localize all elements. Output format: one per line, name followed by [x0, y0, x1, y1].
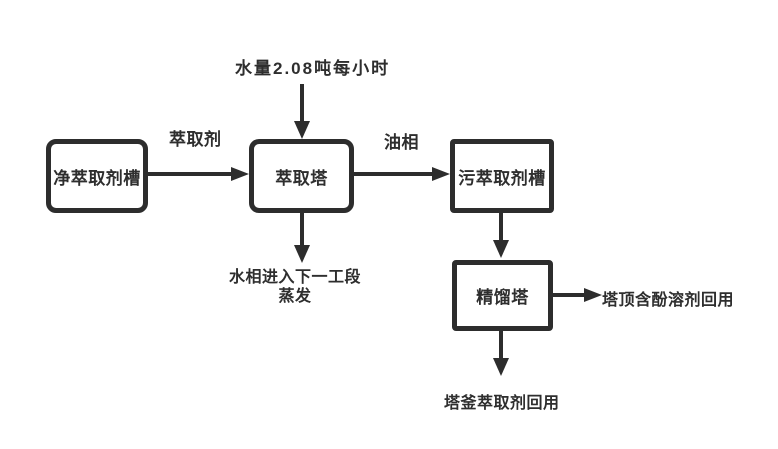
label-water-phase-line1: 水相进入下一工段 [228, 269, 361, 286]
arrow-shaft [148, 172, 232, 176]
arrow-shaft [499, 331, 503, 359]
arrow-shaft [300, 213, 304, 246]
arrow-shaft [553, 293, 585, 297]
arrow-head-right-icon [432, 167, 450, 181]
label-water-phase-line2: 蒸发 [278, 288, 312, 305]
label-water-feed-rate: 水量2.08吨每小时 [235, 59, 391, 78]
arrow-head-down-icon [493, 358, 509, 376]
arrow-head-down-icon [294, 245, 310, 263]
arrow-head-right-icon [231, 167, 249, 181]
arrow-head-right-icon [584, 288, 602, 302]
node-distillation-tower: 精馏塔 [452, 260, 553, 331]
node-label: 污萃取剂槽 [458, 168, 546, 188]
label-extractant-stream: 萃取剂 [169, 130, 222, 149]
node-extraction-tower: 萃取塔 [249, 139, 354, 213]
label-tower-bottom-output: 塔釜萃取剂回用 [444, 395, 560, 412]
node-dirty-extractant-tank: 污萃取剂槽 [450, 139, 554, 213]
node-label: 净萃取剂槽 [53, 168, 141, 188]
arrow-head-down-icon [294, 121, 310, 139]
arrow-shaft [499, 213, 503, 241]
arrow-shaft [354, 172, 433, 176]
arrow-head-down-icon [493, 240, 509, 258]
label-water-phase-outlet: 水相进入下一工段 蒸发 [225, 268, 365, 306]
label-oil-phase-stream: 油相 [384, 133, 419, 152]
node-label: 萃取塔 [275, 168, 328, 188]
node-label: 精馏塔 [476, 288, 529, 307]
arrow-shaft [300, 84, 304, 122]
label-tower-top-output: 塔顶含酚溶剂回用 [602, 292, 735, 309]
node-clean-extractant-tank: 净萃取剂槽 [46, 139, 148, 213]
